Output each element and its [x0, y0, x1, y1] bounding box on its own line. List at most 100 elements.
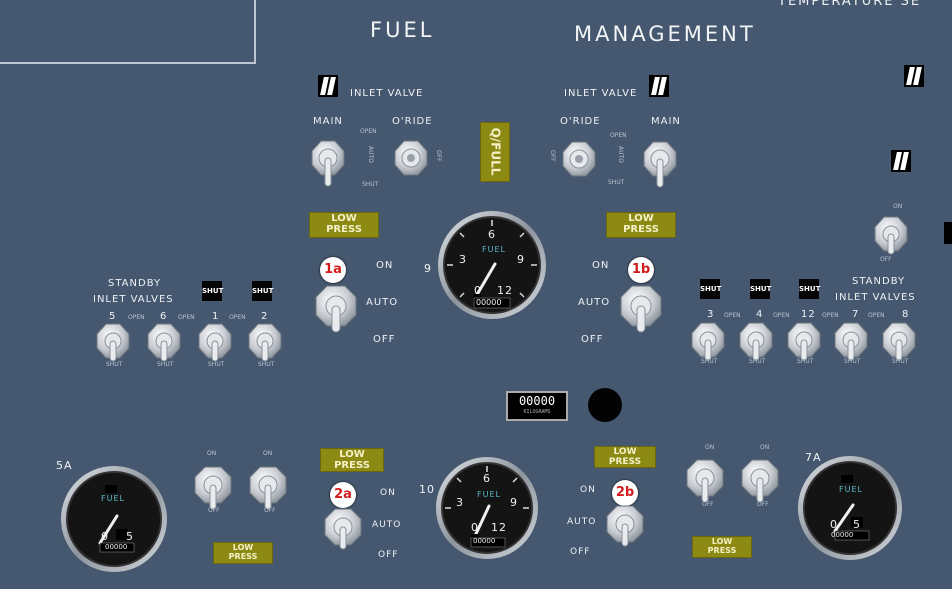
shut-flag: SHUT	[252, 281, 273, 301]
gauge-num-0: 0	[474, 284, 482, 297]
shut-label: SHUT	[362, 181, 379, 188]
toggle-main-right[interactable]	[643, 140, 677, 190]
valve-num: 4	[756, 309, 764, 320]
fuel-totalizer: 00000 KILOGRAMS	[506, 391, 568, 421]
valve-num: 12	[801, 309, 816, 320]
toggle-standby-valve-7[interactable]	[834, 321, 868, 363]
totalizer-unit: KILOGRAMS	[523, 409, 551, 415]
toggle-oride-right[interactable]	[562, 140, 596, 180]
press-text: PRESS	[334, 460, 370, 471]
valve-open: OPEN	[773, 312, 790, 319]
valve-num: 2	[261, 311, 269, 322]
title-management: MANAGEMENT	[574, 22, 756, 46]
toggle-pump-1a[interactable]	[315, 284, 357, 334]
low-press-bottom-right: LOW PRESS	[692, 536, 752, 558]
toggle-pump-left-1[interactable]	[194, 465, 232, 511]
pump-on-label: ON	[380, 488, 396, 498]
toggle-right-edge[interactable]	[874, 215, 908, 257]
toggle-standby-valve-2[interactable]	[248, 322, 282, 364]
corner-text: TEMPERATURE SE	[778, 0, 922, 9]
valve-num: 1	[212, 311, 220, 322]
off-label: OFF	[702, 501, 714, 508]
valve-open: OPEN	[178, 314, 195, 321]
valve-open: OPEN	[229, 314, 246, 321]
knob[interactable]	[588, 388, 622, 422]
toggle-standby-valve-8[interactable]	[882, 321, 916, 363]
gauge-odometer: 00000	[476, 298, 502, 307]
toggle-standby-valve-12[interactable]	[787, 321, 821, 363]
pump-badge-1a: 1a	[320, 257, 346, 283]
toggle-pump-2a[interactable]	[324, 507, 362, 551]
pump-auto-label: AUTO	[578, 297, 611, 308]
fuel-gauge-mid	[436, 457, 538, 559]
toggle-pump-left-2[interactable]	[249, 465, 287, 511]
gauge-num-5: 5	[126, 530, 134, 543]
totalizer-value: 00000	[518, 394, 556, 408]
pump-badge-2b: 2b	[612, 480, 638, 506]
open-label: OPEN	[610, 132, 627, 139]
low-text: LOW	[339, 449, 365, 460]
toggle-standby-valve-5[interactable]	[96, 322, 130, 364]
valve-shut: SHUT	[157, 361, 174, 368]
pump-badge-1b: 1b	[628, 257, 654, 283]
gauge-fuel-text: FUEL	[482, 245, 506, 254]
gauge-num-0: 0	[830, 518, 838, 531]
gauge-num-0: 0	[471, 521, 479, 534]
gauge-num-9: 9	[517, 253, 525, 266]
standby-label-left: STANDBY	[108, 278, 162, 289]
off-label: OFF	[757, 501, 769, 508]
right-off-label: OFF	[880, 256, 892, 263]
toggle-standby-valve-6[interactable]	[147, 322, 181, 364]
low-text: LOW	[613, 447, 637, 457]
gauge-num-12: 12	[497, 284, 513, 297]
gauge-num-6: 6	[488, 228, 496, 241]
toggle-pump-2b[interactable]	[606, 504, 644, 548]
valve-shut: SHUT	[258, 361, 275, 368]
low-press-2b: LOW PRESS	[594, 446, 656, 468]
main-label-right: MAIN	[651, 116, 681, 127]
pump-off-label: OFF	[373, 334, 396, 345]
toggle-main-left[interactable]	[311, 139, 345, 189]
toggle-standby-valve-3[interactable]	[691, 321, 725, 363]
valve-open: OPEN	[822, 312, 839, 319]
gauge-side-label: 10	[419, 483, 435, 496]
corner-frame	[0, 0, 256, 64]
low-text: LOW	[628, 213, 654, 224]
pump-off-label: OFF	[581, 334, 604, 345]
valve-open: OPEN	[868, 312, 885, 319]
gauge-num-0: 0	[101, 530, 109, 543]
fuel-gauge-5a	[61, 466, 167, 572]
inlet-valve-label-left: INLET VALVE	[350, 88, 424, 99]
oride-label-left: O'RIDE	[392, 116, 433, 127]
toggle-pump-right-2[interactable]	[741, 458, 779, 504]
toggle-standby-valve-4[interactable]	[739, 321, 773, 363]
valve-shut: SHUT	[106, 361, 123, 368]
valve-open: OPEN	[724, 312, 741, 319]
gauge-side-label: 7A	[805, 451, 822, 464]
gauge-num-3: 3	[459, 253, 467, 266]
press-text: PRESS	[707, 546, 737, 555]
fuel-gauge-top	[438, 211, 546, 319]
toggle-pump-1b[interactable]	[620, 284, 662, 334]
pump-off-label: OFF	[570, 547, 591, 557]
qfull-text: Q/FULL	[488, 127, 503, 176]
toggle-oride-left[interactable]	[394, 139, 428, 179]
valve-open: OPEN	[128, 314, 145, 321]
gauge-side-label: 9	[424, 262, 432, 275]
low-text: LOW	[232, 543, 254, 552]
valve-shut: SHUT	[208, 361, 225, 368]
toggle-standby-valve-1[interactable]	[198, 322, 232, 364]
indicator-flag-partial	[944, 222, 952, 244]
press-text: PRESS	[623, 224, 659, 235]
pump-on-label: ON	[580, 485, 596, 495]
valve-shut: SHUT	[749, 358, 766, 365]
on-label: ON	[760, 444, 770, 451]
on-label: ON	[207, 450, 217, 457]
pump-auto-label: AUTO	[567, 517, 597, 527]
main-label-left: MAIN	[313, 116, 343, 127]
oride-label-right: O'RIDE	[560, 116, 601, 127]
inlet-valve-flag-right	[649, 75, 669, 97]
low-press-1a: LOW PRESS	[309, 212, 379, 238]
toggle-pump-right-1[interactable]	[686, 458, 724, 504]
qfull-indicator[interactable]: Q/FULL	[480, 122, 510, 182]
